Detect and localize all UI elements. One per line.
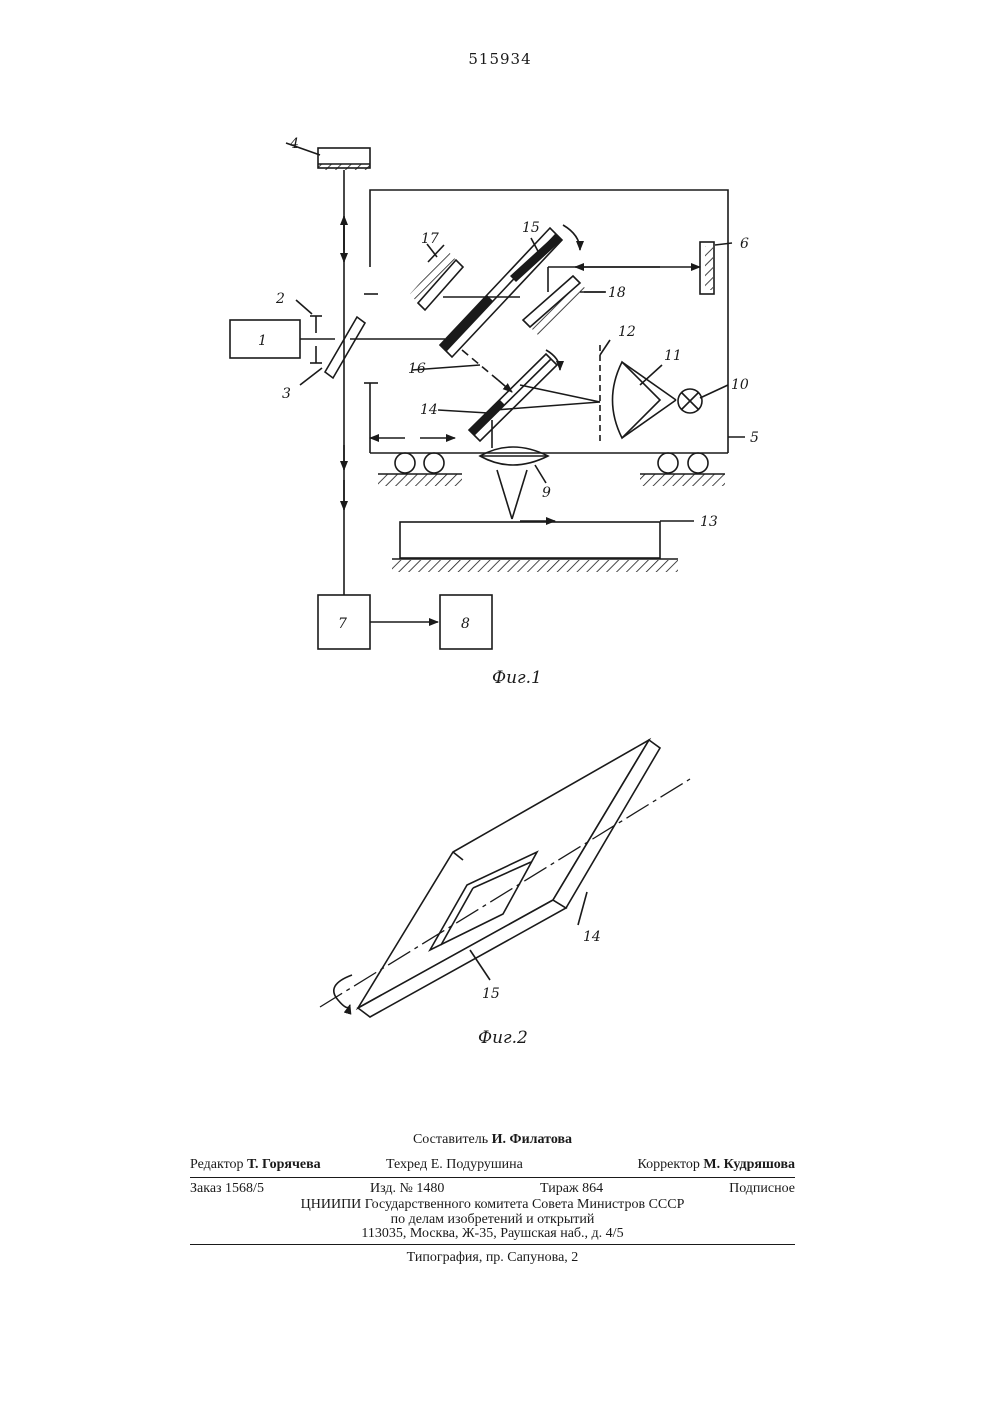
tech-editor-role: Техред — [386, 1157, 427, 1172]
editor-role: Редактор — [190, 1157, 244, 1172]
label-5: 5 — [750, 430, 759, 446]
proofreader-name: М. Кудряшова — [703, 1157, 795, 1172]
subscription: Подписное — [729, 1181, 795, 1197]
fig2-label-15: 15 — [482, 986, 500, 1002]
edition-number: Изд. № 1480 — [370, 1181, 444, 1197]
label-16: 16 — [408, 361, 426, 377]
figure-1-caption: Фиг.1 — [492, 668, 542, 688]
editor-name: Т. Горячева — [247, 1157, 321, 1172]
beam-splitter-3 — [325, 317, 365, 378]
reticle-plate-15 — [440, 228, 562, 357]
org-line-1: ЦНИИПИ Государственного комитета Совета … — [190, 1197, 795, 1213]
label-13: 13 — [700, 514, 718, 530]
figure-2-caption: Фиг.2 — [478, 1028, 528, 1048]
printing-house: Типография, пр. Сапунова, 2 — [190, 1250, 795, 1266]
proofreader-role: Корректор — [637, 1157, 699, 1172]
figure-2 — [320, 740, 690, 1017]
label-8: 8 — [461, 616, 470, 632]
compiler-name: И. Филатова — [492, 1132, 572, 1147]
label-17: 17 — [421, 231, 439, 247]
label-18: 18 — [608, 285, 626, 301]
compiler-role: Составитель — [413, 1132, 488, 1147]
label-15: 15 — [522, 220, 540, 236]
label-1: 1 — [258, 333, 267, 349]
label-3: 3 — [282, 386, 291, 402]
label-4: 4 — [289, 136, 299, 152]
compiler-line: Составитель И. Филатова — [190, 1132, 795, 1148]
label-11: 11 — [664, 348, 682, 364]
figure-1 — [230, 143, 745, 649]
label-7: 7 — [338, 616, 347, 632]
wheels — [378, 453, 725, 474]
imprint-rule-top — [190, 1177, 795, 1178]
label-2: 2 — [275, 291, 285, 307]
label-6: 6 — [740, 236, 749, 252]
fig2-label-14: 14 — [583, 929, 601, 945]
label-9: 9 — [542, 485, 551, 501]
label-12: 12 — [618, 324, 636, 340]
print-run: Тираж 864 — [540, 1181, 603, 1197]
label-10: 10 — [731, 377, 749, 393]
label-14: 14 — [420, 402, 438, 418]
stage-13 — [400, 522, 660, 558]
tech-editor-name: Е. Подурушина — [431, 1157, 523, 1172]
address-line: 113035, Москва, Ж-35, Раушская наб., д. … — [190, 1226, 795, 1242]
order-number: Заказ 1568/5 — [190, 1181, 264, 1197]
imprint-rule-bottom — [190, 1244, 795, 1245]
